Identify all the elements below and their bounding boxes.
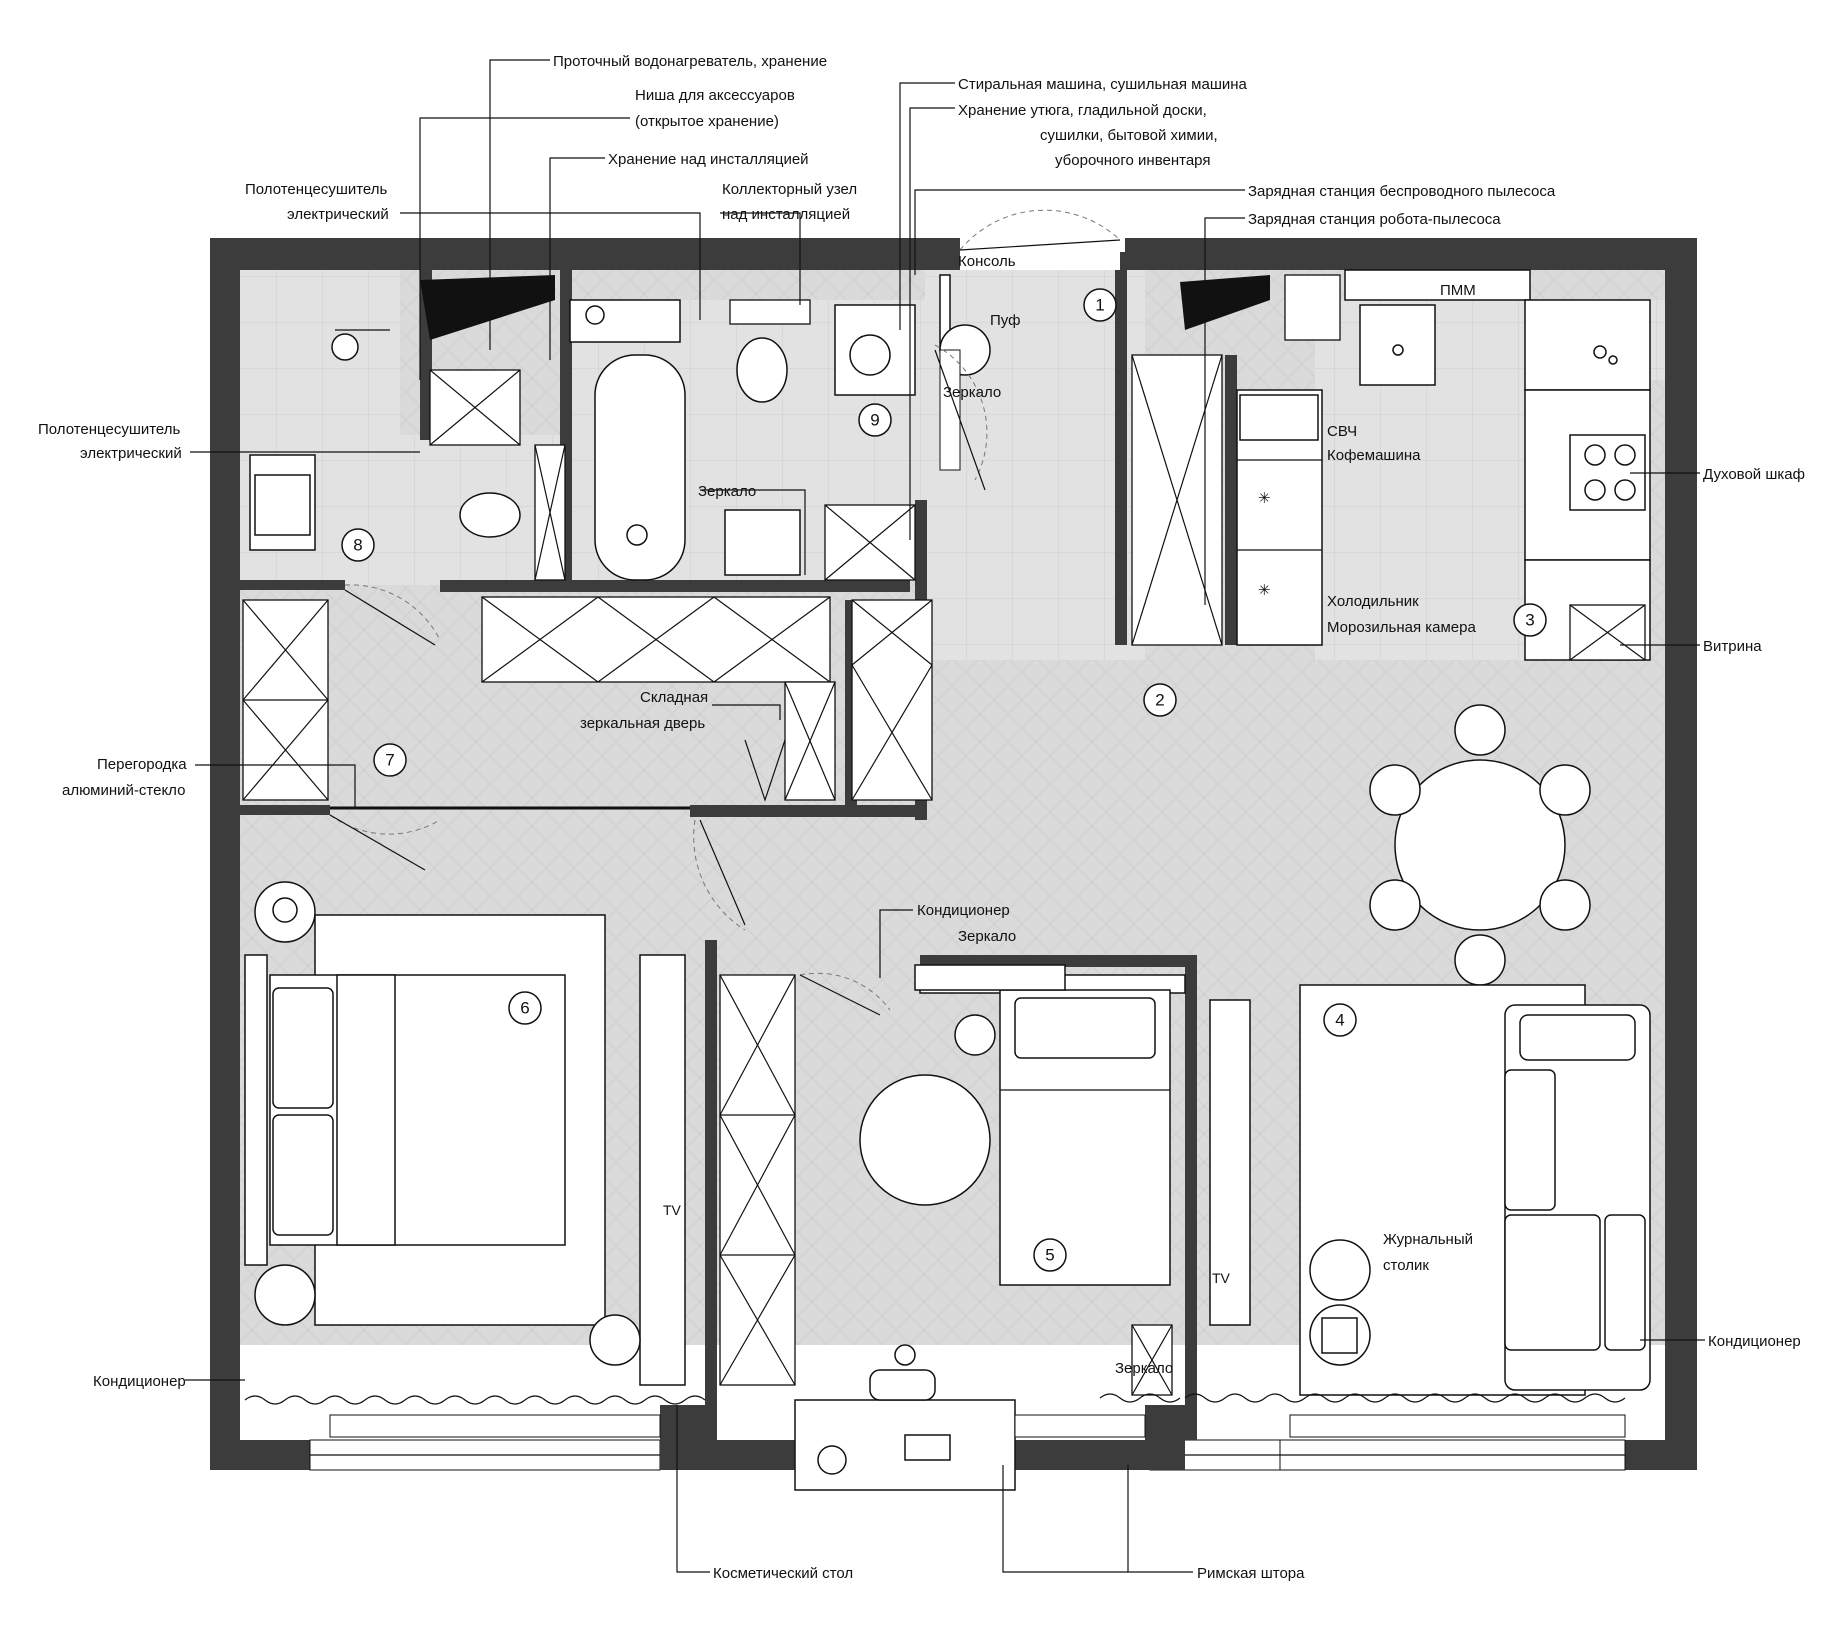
coffee-table — [1309, 1239, 1371, 1301]
label-water-heater: Проточный водонагреватель, хранение — [553, 53, 827, 70]
label-pmm: ПММ — [1440, 282, 1476, 299]
round-rug — [859, 1074, 991, 1206]
label-mirror-bath: Зеркало — [698, 483, 756, 500]
room-1: 1 — [1083, 288, 1117, 322]
wardrobes — [242, 596, 1251, 1396]
room-3: 3 — [1513, 603, 1547, 637]
label-mirror-mid: Зеркало — [958, 928, 1016, 945]
label-iron-3: уборочного инвентаря — [1055, 152, 1210, 169]
svg-text:1: 1 — [1095, 296, 1104, 315]
label-towel-top-2: электрический — [287, 206, 389, 223]
label-ac-top: Кондиционер — [917, 902, 1010, 919]
label-coffee: Кофемашина — [1327, 447, 1421, 464]
walls — [210, 238, 1697, 1471]
label-showcase: Витрина — [1703, 638, 1762, 655]
label-oven: Духовой шкаф — [1703, 466, 1805, 483]
bathtub — [594, 354, 686, 581]
label-niche: Ниша для аксессуаров — [635, 87, 795, 104]
label-fridge: Холодильник — [1327, 593, 1419, 610]
label-freezer: Морозильная камера — [1327, 619, 1476, 636]
room-4: 4 — [1323, 1003, 1357, 1037]
label-partition-2: алюминий-стекло — [62, 782, 185, 799]
room-8: 8 — [341, 528, 375, 562]
label-towel-top: Полотенцесушитель — [245, 181, 388, 198]
svg-text:2: 2 — [1155, 691, 1164, 710]
label-console: Консоль — [958, 253, 1016, 270]
room-5: 5 — [1033, 1238, 1067, 1272]
dining-table — [1394, 759, 1566, 931]
sink — [1359, 304, 1436, 386]
label-collector: Коллекторный узел — [722, 181, 857, 198]
label-robot-station: Зарядная станция робота-пылесоса — [1248, 211, 1501, 228]
label-roman-blind: Римская штора — [1197, 1565, 1305, 1582]
label-towel-left-2: электрический — [80, 445, 182, 462]
annotations: Проточный водонагреватель, хранение Ниша… — [38, 53, 1805, 1582]
label-niche-2: (открытое хранение) — [635, 113, 779, 130]
label-microwave: СВЧ — [1327, 423, 1357, 440]
svg-text:3: 3 — [1525, 611, 1534, 630]
tv-console-living — [1209, 999, 1251, 1326]
bathrooms — [249, 274, 991, 581]
study — [794, 964, 1171, 1491]
svg-text:✳: ✳ — [1258, 582, 1271, 599]
doors — [329, 209, 1121, 1016]
tv-console — [639, 954, 686, 1386]
label-ac-right: Кондиционер — [1708, 1333, 1801, 1350]
label-coffee-table: Журнальный — [1383, 1231, 1473, 1248]
svg-text:✳: ✳ — [1258, 490, 1271, 507]
label-partition: Перегородка — [97, 756, 187, 773]
room-markers: 1 2 3 4 5 6 7 8 9 — [341, 288, 1547, 1272]
label-collector-2: над инсталляцией — [722, 206, 850, 223]
svg-text:7: 7 — [385, 751, 394, 770]
label-pouf: Пуф — [990, 312, 1020, 329]
svg-text:6: 6 — [520, 999, 529, 1018]
label-ac-left: Кондиционер — [93, 1373, 186, 1390]
label-mirror-bottom: Зеркало — [1115, 1360, 1173, 1377]
room-6: 6 — [508, 991, 542, 1025]
label-storage-install: Хранение над инсталляцией — [608, 151, 809, 168]
leader-lines — [185, 59, 1705, 1573]
label-vanity: Косметический стол — [713, 1565, 853, 1582]
room-7: 7 — [373, 743, 407, 777]
label-iron-2: сушилки, бытовой химии, — [1040, 127, 1218, 144]
label-tv-living: TV — [1212, 1270, 1231, 1286]
label-vacuum-station: Зарядная станция беспроводного пылесоса — [1248, 183, 1556, 200]
svg-text:9: 9 — [870, 411, 879, 430]
label-iron: Хранение утюга, гладильной доски, — [958, 102, 1207, 119]
label-mirror-hall: Зеркало — [943, 384, 1001, 401]
label-washer: Стиральная машина, сушильная машина — [958, 76, 1248, 93]
svg-text:5: 5 — [1045, 1246, 1054, 1265]
label-coffee-table-2: столик — [1383, 1257, 1429, 1274]
label-towel-left: Полотенцесушитель — [38, 421, 181, 438]
kitchen: ✳ ✳ — [1131, 269, 1651, 661]
radiators — [244, 1393, 1626, 1438]
label-tv-bedroom: TV — [663, 1202, 682, 1218]
label-folding: Складная — [640, 689, 708, 706]
label-folding-2: зеркальная дверь — [580, 715, 705, 732]
room-9: 9 — [858, 403, 892, 437]
svg-text:4: 4 — [1335, 1011, 1344, 1030]
dining — [1369, 704, 1591, 986]
living — [1299, 984, 1651, 1396]
toilet — [736, 337, 788, 403]
room-2: 2 — [1143, 683, 1177, 717]
svg-text:8: 8 — [353, 536, 362, 555]
